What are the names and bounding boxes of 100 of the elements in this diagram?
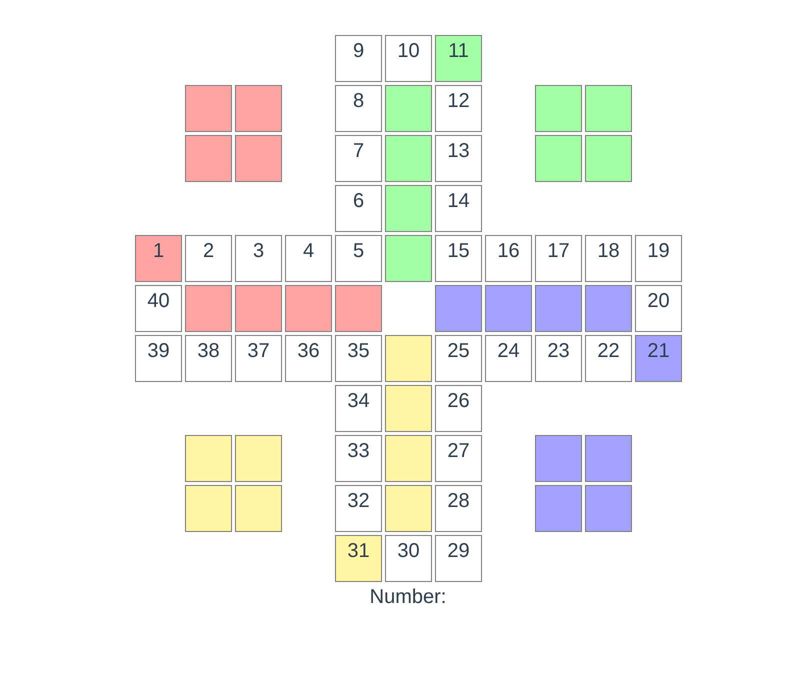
board-square (335, 285, 382, 332)
board-square (535, 285, 582, 332)
square-number: 26 (447, 390, 470, 412)
board-square (135, 335, 182, 382)
square-number: 34 (347, 390, 370, 412)
board-square (585, 485, 632, 532)
board-square (235, 285, 282, 332)
board-square (335, 535, 382, 582)
board-square (385, 185, 432, 232)
board-square (185, 435, 232, 482)
board-square (285, 335, 332, 382)
board-square (385, 335, 432, 382)
board-square (435, 485, 482, 532)
board-square (135, 235, 182, 282)
square-number: 10 (397, 40, 420, 62)
board-square (235, 485, 282, 532)
square-number: 25 (447, 340, 470, 362)
square-number: 29 (447, 540, 470, 562)
board-square (335, 485, 382, 532)
board-square (385, 435, 432, 482)
square-number: 28 (447, 490, 470, 512)
board-square (485, 335, 532, 382)
board-square (585, 285, 632, 332)
board-square (535, 335, 582, 382)
board-square (435, 435, 482, 482)
square-number: 35 (347, 340, 370, 362)
square-number: 22 (597, 340, 620, 362)
board-square (135, 285, 182, 332)
board-square (385, 135, 432, 182)
board-square (585, 135, 632, 182)
board-square (635, 335, 682, 382)
board-square (435, 535, 482, 582)
square-number: 18 (597, 240, 620, 262)
square-number: 3 (252, 240, 264, 262)
square-number: 21 (647, 340, 670, 362)
square-number: 12 (447, 90, 470, 112)
board-square (185, 335, 232, 382)
board-square (235, 235, 282, 282)
square-number: 23 (547, 340, 570, 362)
board-square (185, 135, 232, 182)
square-number: 27 (447, 440, 470, 462)
board-square (285, 285, 332, 332)
square-number: 32 (347, 490, 370, 512)
square-number: 24 (497, 340, 520, 362)
board-square (335, 35, 382, 82)
board-square (635, 235, 682, 282)
board-square (435, 85, 482, 132)
board-square (335, 335, 382, 382)
square-number: 13 (447, 140, 470, 162)
board-square (235, 435, 282, 482)
square-number: 36 (297, 340, 320, 362)
board-square (585, 235, 632, 282)
square-number: 37 (247, 340, 270, 362)
board-square (335, 85, 382, 132)
board-square (335, 135, 382, 182)
square-number: 9 (352, 40, 364, 62)
square-number: 19 (647, 240, 670, 262)
board-square (435, 135, 482, 182)
board-square (385, 85, 432, 132)
board-square (435, 185, 482, 232)
square-number: 6 (352, 190, 364, 212)
square-number: 4 (302, 240, 314, 262)
board-square (335, 185, 382, 232)
square-number: 38 (197, 340, 220, 362)
board-square (235, 135, 282, 182)
square-number: 11 (448, 40, 469, 62)
square-number: 16 (497, 240, 520, 262)
board-square (435, 35, 482, 82)
square-number: 8 (352, 90, 364, 112)
board-square (535, 435, 582, 482)
board-square (485, 285, 532, 332)
square-number: 1 (152, 240, 164, 262)
board-square (335, 235, 382, 282)
board-square (185, 235, 232, 282)
board-square (235, 85, 282, 132)
board-square (435, 335, 482, 382)
board-square (435, 385, 482, 432)
square-number: 15 (447, 240, 470, 262)
square-number: 2 (202, 240, 214, 262)
board-square (485, 235, 532, 282)
board-square (585, 85, 632, 132)
board-square (585, 435, 632, 482)
board-square (385, 235, 432, 282)
number-prompt-label: Number: (370, 585, 446, 609)
board-square (285, 235, 332, 282)
square-number: 14 (447, 190, 470, 212)
board-square (385, 535, 432, 582)
board-square (385, 485, 432, 532)
square-number: 30 (397, 540, 420, 562)
square-number: 7 (352, 140, 364, 162)
board-square (185, 85, 232, 132)
board-square (385, 385, 432, 432)
board-square (185, 285, 232, 332)
square-number: 20 (647, 290, 670, 312)
square-number: 5 (352, 240, 364, 262)
board-square (385, 35, 432, 82)
board-square (435, 235, 482, 282)
board-square (335, 385, 382, 432)
square-number: 39 (147, 340, 170, 362)
board-square (585, 335, 632, 382)
